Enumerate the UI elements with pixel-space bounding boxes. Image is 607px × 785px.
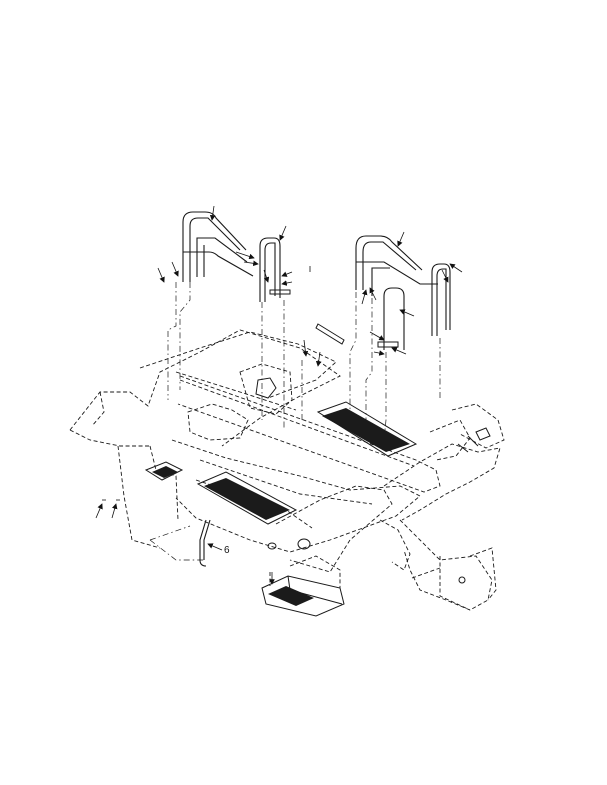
left-handrail [182, 211, 291, 302]
step-treads [144, 401, 418, 617]
main-frame [69, 329, 505, 611]
right-handrail [355, 235, 451, 350]
callout-arrows [95, 205, 463, 585]
fastener-marks [102, 266, 311, 501]
item-6-part [149, 519, 211, 567]
callout-6-label: 6 [224, 545, 230, 556]
loose-bar [315, 323, 345, 345]
alignment-lines [167, 282, 441, 441]
